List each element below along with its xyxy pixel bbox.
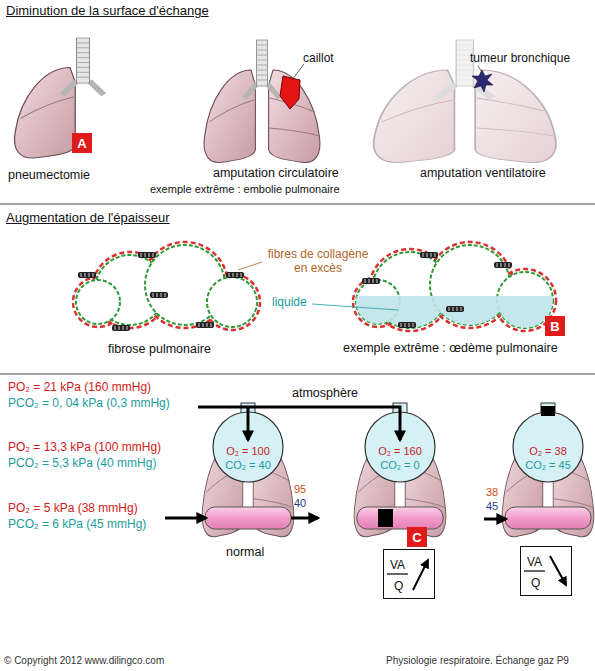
gas-value: 95	[294, 483, 306, 496]
annotation: atmosphère	[292, 386, 358, 400]
gas-value: PCO₂ = 6 kPa (45 mmHg)	[8, 518, 146, 532]
figure-label: pneumectomie	[8, 168, 90, 182]
callout-text: C	[412, 530, 421, 545]
figure-label: fibrose pulmonaire	[108, 342, 211, 356]
alveolus: O₂ = 100CO₂ = 40	[212, 411, 284, 483]
annotation: liquide	[272, 296, 307, 310]
alveolus: O₂ = 38 CO₂ = 45	[512, 411, 584, 483]
copyright-note: © Copyright 2012 www.dilingco.com	[4, 655, 164, 667]
ratio-term: Q	[394, 579, 403, 593]
gas-value: 40	[294, 497, 306, 510]
ratio-box: VA Q	[520, 546, 572, 596]
gas-value: CO₂ = 45	[512, 459, 584, 471]
alveolus-circle	[365, 412, 435, 482]
figure-label: amputation circulatoire	[213, 166, 339, 180]
gas-value: 45	[486, 500, 498, 513]
gas-value: PO₂ = 5 kPa (38 mmHg)	[8, 502, 138, 516]
gas-value: PO₂ = 21 kPa (160 mmHg)	[8, 381, 151, 395]
callout-letter: C	[407, 527, 427, 547]
gas-value: O₂ = 160	[364, 445, 436, 457]
gas-value: 38	[486, 486, 498, 499]
figure-label: normal	[226, 545, 264, 559]
gas-value: O₂ = 100	[212, 445, 284, 457]
callout-text: A	[77, 136, 86, 151]
ratio-box: VA Q	[383, 549, 435, 599]
gas-value: PCO₂ = 5,3 kPa (40 mmHg)	[8, 457, 156, 471]
callout-letter: B	[545, 316, 565, 336]
annotation: tumeur bronchique	[470, 52, 570, 66]
gas-value: PO₂ = 13,3 kPa (100 mmHg)	[8, 441, 161, 455]
callout-letter: A	[72, 133, 92, 153]
ratio-term: Q	[531, 576, 540, 590]
alveolus-circle	[213, 412, 283, 482]
ratio-term: VA	[527, 555, 542, 569]
annotation: caillot	[303, 52, 334, 66]
gas-value: PCO₂ = 0, 04 kPa (0,3 mmHg)	[8, 397, 170, 411]
figure-note: exemple extrême : œdème pulmonaire	[343, 341, 558, 355]
section-heading: Augmentation de l'épaisseur	[6, 211, 170, 226]
ratio-term: VA	[390, 558, 405, 572]
gas-value: O₂ = 38	[512, 445, 584, 457]
section-heading: Diminution de la surface d'échange	[6, 4, 209, 19]
alveolus-circle	[513, 412, 583, 482]
gas-value: CO₂ = 40	[212, 459, 284, 471]
annotation: fibres de collagène en excès	[262, 248, 374, 276]
callout-text: B	[550, 319, 559, 334]
alveolus: O₂ = 160CO₂ = 0	[364, 411, 436, 483]
gas-value: CO₂ = 0	[364, 459, 436, 471]
figure-label: amputation ventilatoire	[420, 166, 546, 180]
page-footer: Physiologie respiratoire. Échange gaz P9	[386, 655, 569, 667]
figure-note: exemple extrême : embolie pulmonaire	[150, 183, 340, 196]
